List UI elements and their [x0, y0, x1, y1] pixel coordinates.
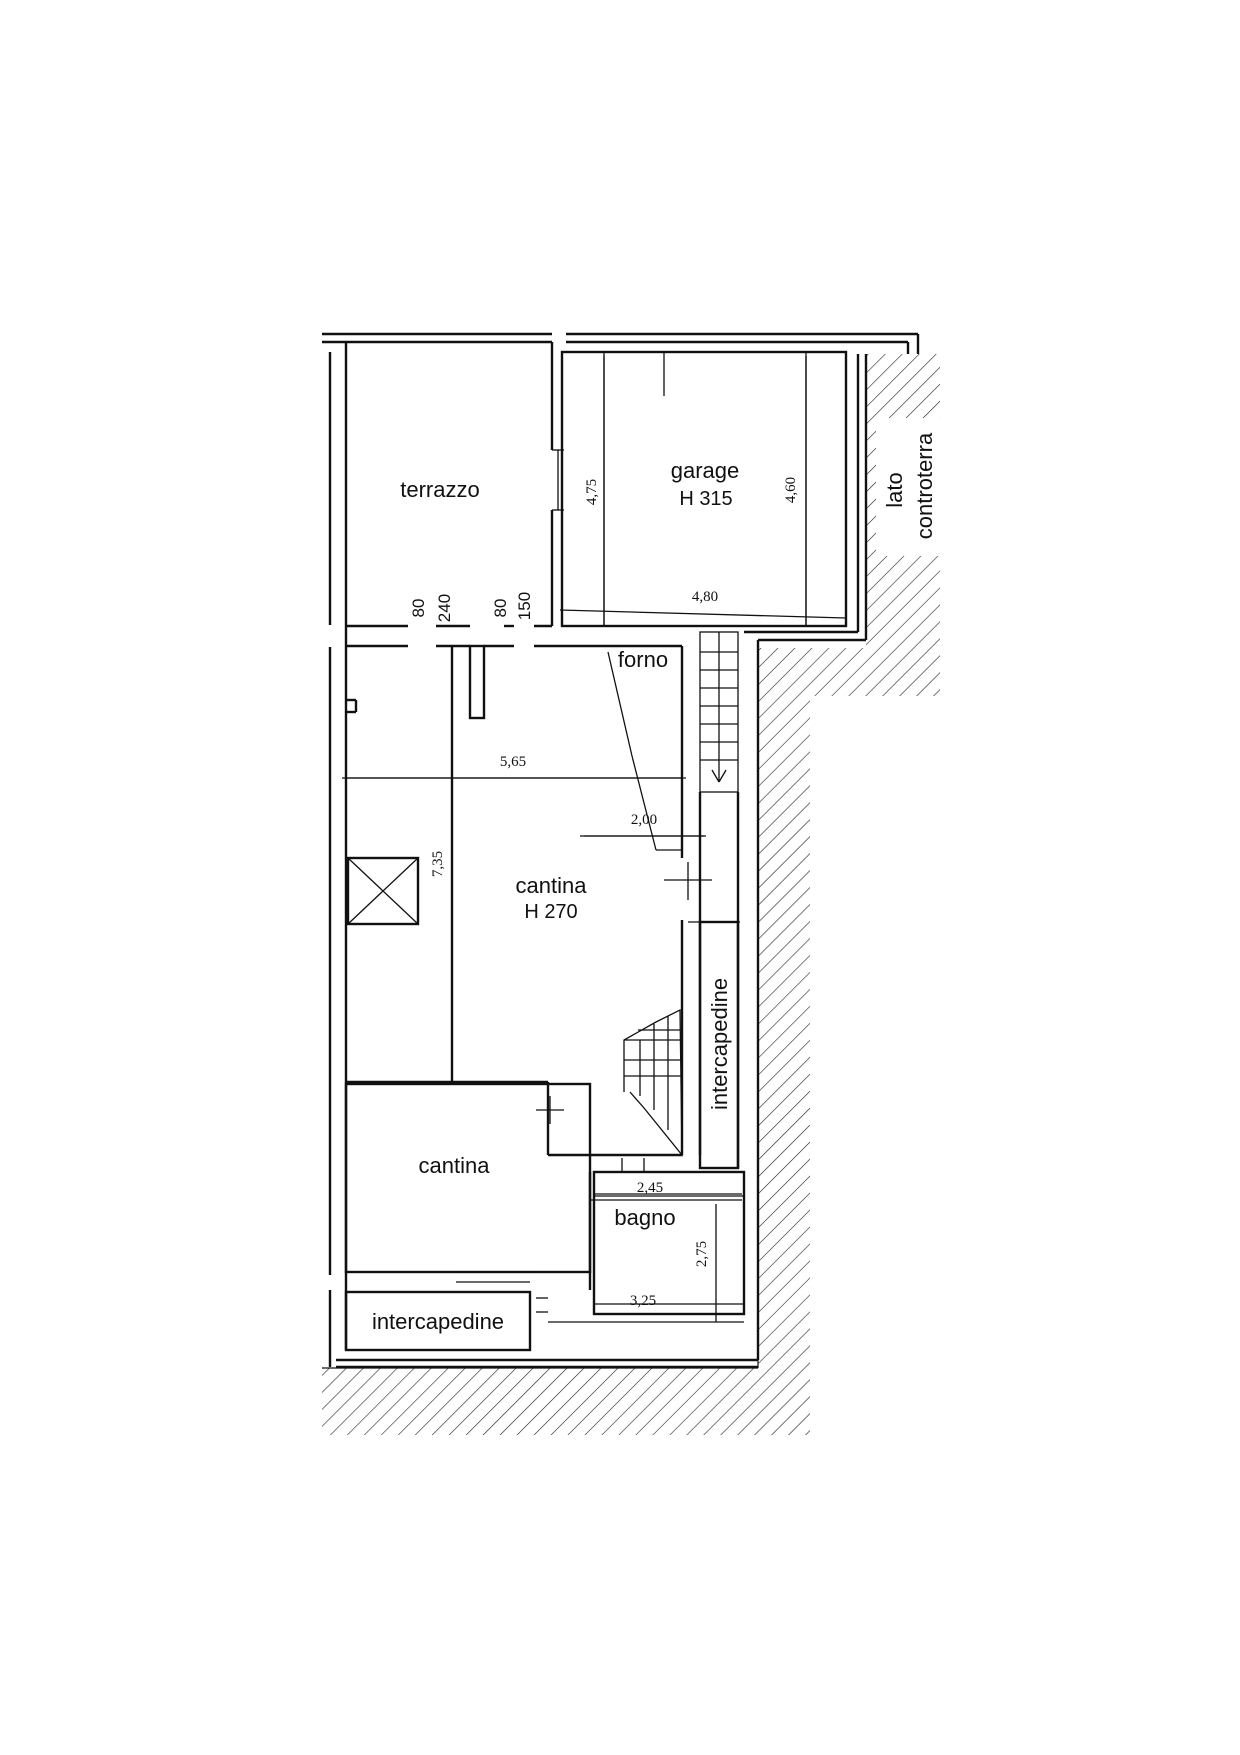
dim-forno-width: 2,00 [631, 812, 657, 828]
lato-controterra-box [876, 418, 940, 556]
label-forno: forno [618, 647, 668, 672]
label-terrazzo: terrazzo [400, 477, 479, 502]
label-intercapedine-vertical: intercapedine [707, 978, 732, 1110]
label-controterra: controterra [912, 432, 937, 539]
label-cantina-small: cantina [419, 1153, 491, 1178]
dim-garage-left: 4,75 [584, 479, 600, 505]
dim-garage-right: 4,60 [783, 477, 799, 503]
label-bagno: bagno [614, 1205, 675, 1230]
shaft-x [346, 856, 420, 926]
terrazzo-walls [346, 342, 564, 628]
label-intercapedine-bottom: intercapedine [372, 1309, 504, 1334]
label-garage: garage [671, 458, 740, 483]
dim-opening-240: 240 [435, 594, 454, 622]
label-cantina-main-height: H 270 [524, 901, 577, 923]
dim-bagno-depth: 2,75 [694, 1241, 710, 1267]
dim-cantina-depth: 7,35 [430, 851, 446, 877]
intercapedine-bottom-walls [344, 1290, 532, 1352]
stairs-cantina [623, 1008, 683, 1157]
dim-opening-80-b: 80 [491, 599, 510, 618]
outer-walls [322, 332, 920, 1369]
label-lato: lato [882, 472, 907, 507]
dim-bagno-width-bottom: 3,25 [630, 1293, 656, 1309]
dim-opening-80-a: 80 [409, 599, 428, 618]
cantina-small-walls [344, 1082, 592, 1290]
dim-bagno-width-top: 2,45 [637, 1180, 663, 1196]
dim-garage-width: 4,80 [692, 589, 718, 605]
label-garage-height: H 315 [679, 488, 732, 510]
dim-cantina-width: 5,65 [500, 754, 526, 770]
label-cantina-main: cantina [516, 873, 588, 898]
dim-opening-150: 150 [515, 592, 534, 620]
bagno-walls [536, 1158, 746, 1316]
dimension-lines [342, 356, 807, 1323]
intercapedine-vertical-walls [688, 920, 740, 1170]
